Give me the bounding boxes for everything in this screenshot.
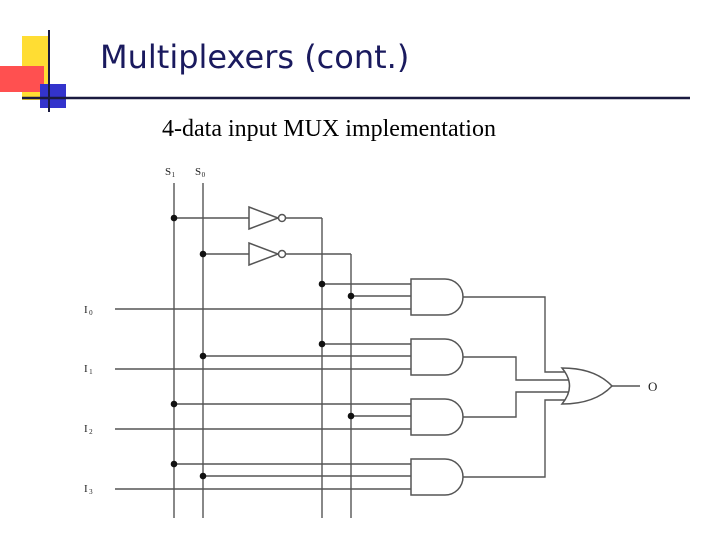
junction-s0-and1 bbox=[199, 352, 207, 360]
or-gate bbox=[560, 367, 614, 405]
and-gate-3 bbox=[410, 458, 464, 496]
wire-and0-to-or bbox=[463, 296, 570, 373]
deco-red-bar bbox=[0, 66, 44, 92]
junction-s0-and3 bbox=[199, 472, 207, 480]
deco-blue-square bbox=[40, 84, 66, 108]
wire-and3-to-or bbox=[463, 399, 570, 478]
junction-s0n-and0 bbox=[347, 292, 355, 300]
junction-s1n-and0 bbox=[318, 280, 326, 288]
wire-and1-to-or bbox=[463, 356, 574, 381]
junction-s1-and2 bbox=[170, 400, 178, 408]
and-gate-0 bbox=[410, 278, 464, 316]
inverter-s1 bbox=[248, 205, 281, 231]
wire-and2-to-or bbox=[463, 391, 574, 418]
and-gate-2 bbox=[410, 398, 464, 436]
junction-s1-inv bbox=[170, 214, 178, 222]
inverter-s1-bubble bbox=[277, 213, 287, 223]
inverter-s0-bubble bbox=[277, 249, 287, 259]
select-label-s0: S0 bbox=[195, 166, 206, 179]
input-label-i0: I0 bbox=[84, 304, 93, 317]
junction-s1-and3 bbox=[170, 460, 178, 468]
input-label-i1: I1 bbox=[84, 363, 93, 376]
junction-s1n-and1 bbox=[318, 340, 326, 348]
slide-subtitle: 4-data input MUX implementation bbox=[162, 116, 496, 142]
junction-s0n-and2 bbox=[347, 412, 355, 420]
inverter-s0 bbox=[248, 241, 281, 267]
input-label-i2: I2 bbox=[84, 423, 93, 436]
output-label: O bbox=[648, 379, 657, 394]
junction-s0-inv bbox=[199, 250, 207, 258]
and-gate-1 bbox=[410, 338, 464, 376]
select-label-s1: S1 bbox=[165, 166, 176, 179]
corner-decoration bbox=[0, 30, 690, 112]
input-label-i3: I3 bbox=[84, 483, 93, 496]
slide-title: Multiplexers (cont.) bbox=[100, 38, 410, 76]
